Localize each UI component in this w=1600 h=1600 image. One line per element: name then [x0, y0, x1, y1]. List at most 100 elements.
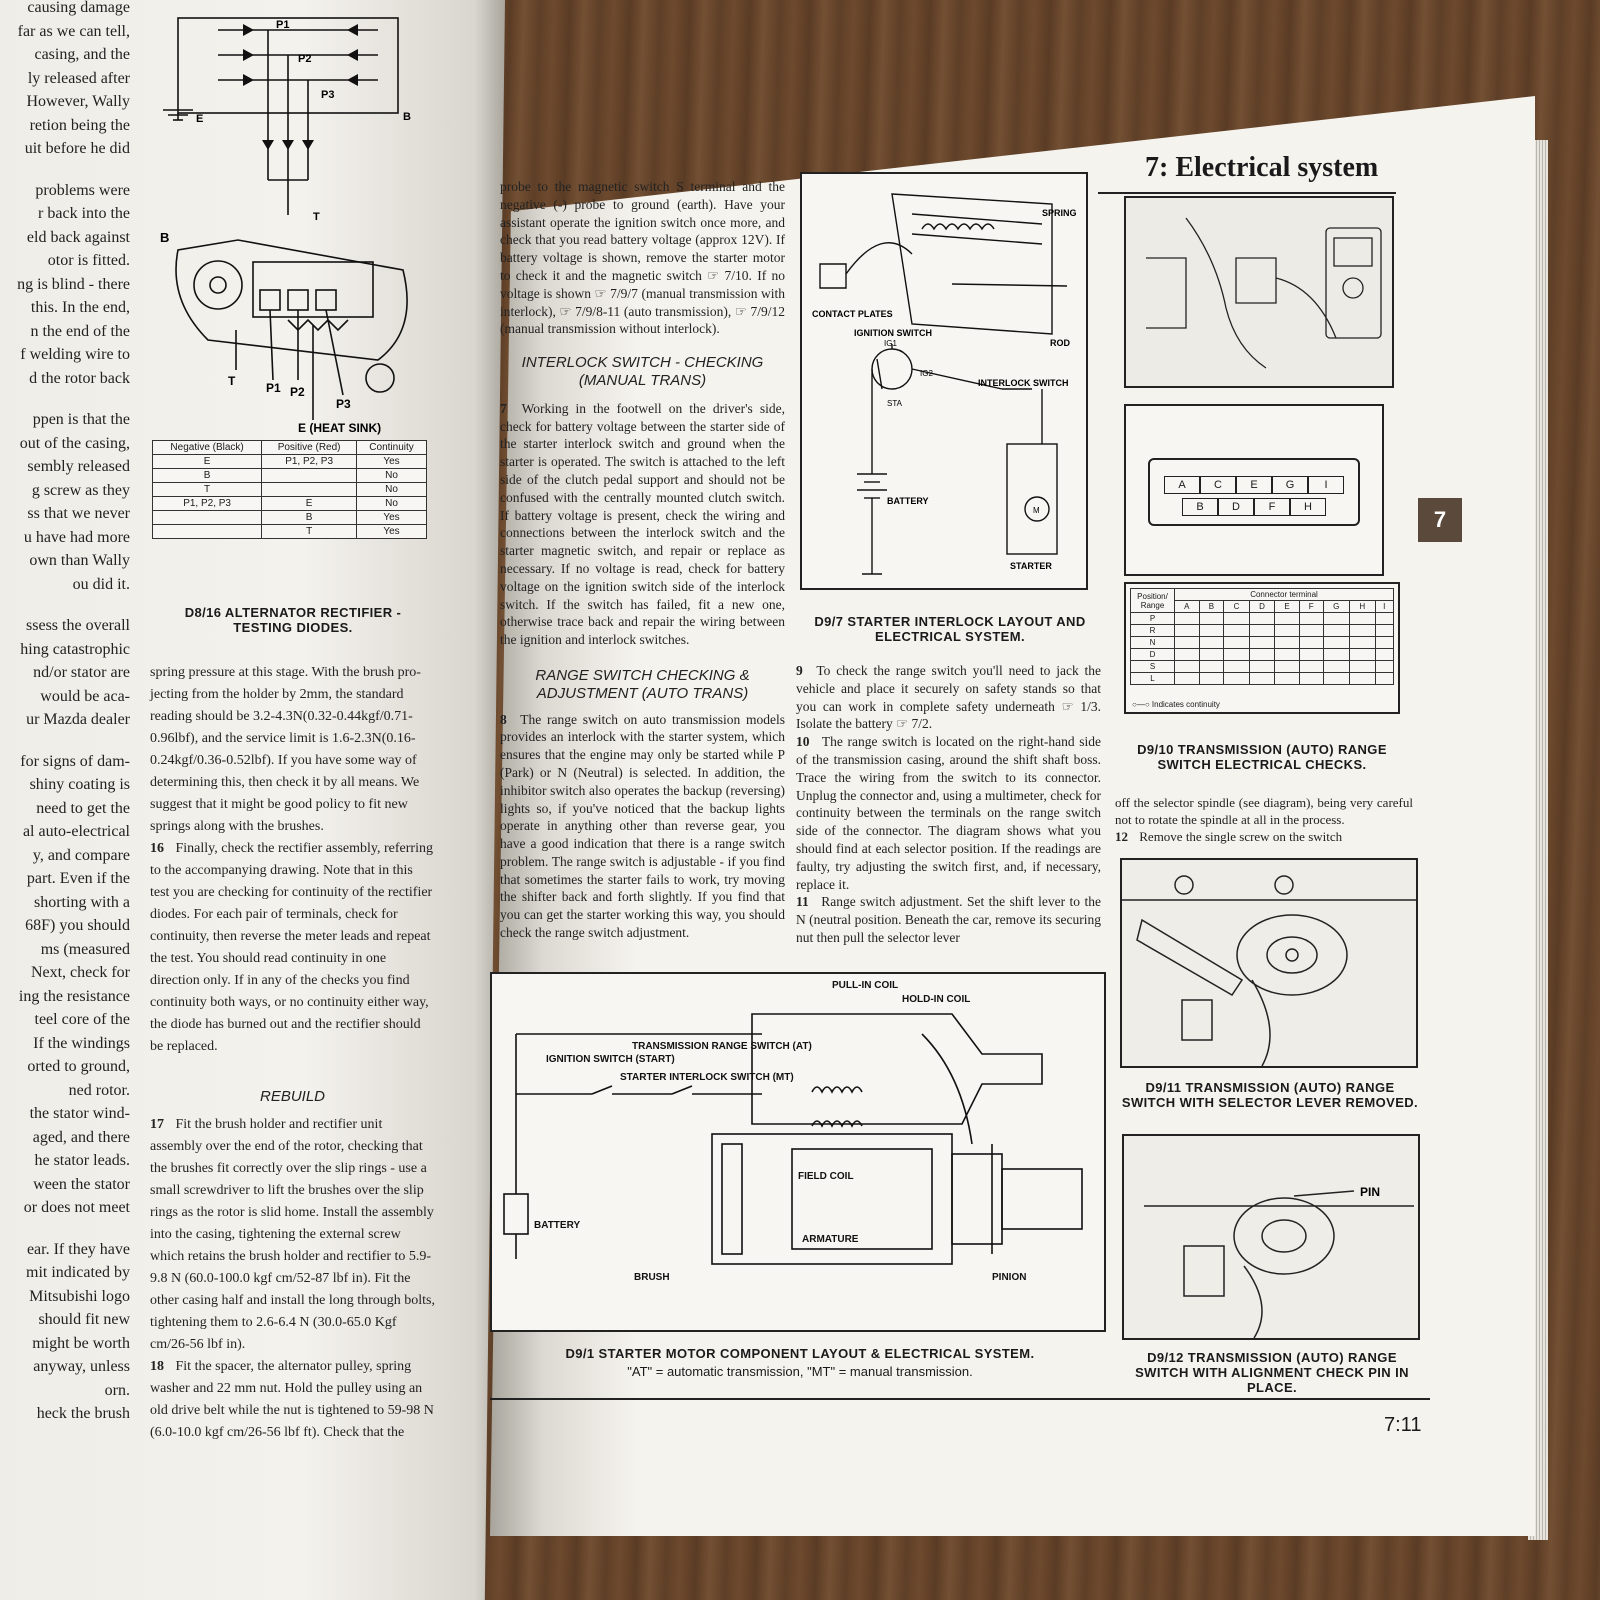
label-interlock-switch: INTERLOCK SWITCH [978, 378, 1069, 388]
label-contact-plates: CONTACT PLATES [812, 309, 893, 319]
table-cell [1274, 648, 1300, 661]
interlock-diagram: SPRING CONTACT PLATES ROD IGNITION SWITC… [812, 193, 1077, 575]
para-16: 16 Finally, check the rectifier assembly… [150, 838, 435, 1058]
table-cell [1248, 612, 1276, 625]
label-field-coil: FIELD COIL [798, 1171, 854, 1182]
table-cell [1274, 660, 1300, 673]
edge-text-line: ou did it. [72, 575, 130, 593]
table-cell [1174, 660, 1200, 673]
edge-text-line: Next, check for [30, 964, 130, 981]
connector-terminal: H [1290, 498, 1326, 516]
table-row: D [1130, 648, 1394, 661]
text-line: reading should be 3.2-4.3N(0.32-0.44kgf/… [150, 709, 413, 724]
rectifier-diagram: P1 P2 P3 B E T B T P1 P2 P3 E (HEAT SINK… [160, 17, 411, 435]
table-cell [1374, 660, 1394, 673]
para-number: 11 [796, 894, 809, 910]
table-cell [1223, 648, 1250, 661]
edge-text-line: ssess the overall [26, 617, 130, 634]
table-cell [1274, 672, 1300, 685]
label-trans-range-switch: TRANSMISSION RANGE SWITCH (AT) [632, 1041, 812, 1052]
table-cell [151, 510, 263, 525]
table-header: H [1349, 600, 1376, 613]
edge-text-line: Mitsubishi logo [29, 1287, 130, 1305]
table-cell [1248, 624, 1276, 637]
para-number: 10 [796, 734, 810, 750]
edge-text-line: ly released after [27, 69, 130, 87]
table-cell [1223, 624, 1250, 637]
label-hold-in-coil: HOLD-IN COIL [902, 994, 970, 1005]
table-header: B [1198, 600, 1225, 613]
table-cell [1349, 612, 1376, 625]
label-p1: P1 [276, 19, 289, 31]
table-cell: P1, P2, P3 [261, 454, 358, 469]
label-p1-bottom: P1 [266, 381, 281, 395]
legend-text: Indicates continuity [1151, 700, 1220, 709]
label-battery: BATTERY [534, 1220, 580, 1231]
multimeter-photo [1124, 196, 1394, 388]
table-cell [1349, 636, 1376, 649]
connector-terminal: D [1218, 498, 1254, 516]
multimeter-drawing [1146, 217, 1382, 369]
alignment-pin-drawing: PIN [1144, 1185, 1414, 1339]
edge-text-line: might be worth [32, 1334, 130, 1352]
figure-d9-11-caption: D9/11 Transmission (auto) range switch w… [1121, 1080, 1419, 1110]
table-cell [1198, 636, 1225, 649]
label-p2: P2 [290, 385, 305, 399]
edge-text-line: ur Mazda dealer [26, 711, 130, 728]
edge-text-line: al auto-electrical [22, 823, 130, 840]
edge-text-line: own than Wally [29, 552, 130, 569]
para-17: 17 Fit the brush holder and rectifier un… [150, 1114, 435, 1356]
edge-text-line: teel core of the [34, 1011, 131, 1028]
table-cell [1322, 660, 1351, 673]
label-pin: PIN [1360, 1185, 1380, 1199]
col1-top-text: probe to the magnetic switch S terminal … [500, 179, 785, 337]
table-header: I [1374, 600, 1394, 613]
table-cell: T [261, 524, 358, 539]
edge-text-line: uit before he did [24, 140, 130, 157]
para-text: Remove the single screw on the switch [1139, 829, 1343, 844]
label-e: E [196, 113, 203, 125]
edge-text-line: ss that we never [27, 505, 130, 522]
edge-text-line: this. In the end, [30, 299, 130, 316]
table-cell: L [1130, 672, 1175, 685]
edge-text-line: 68F) you should [25, 917, 130, 934]
table-row: R [1130, 624, 1394, 637]
edge-text-line: ms (measured [40, 940, 130, 958]
table-cell [1198, 612, 1225, 625]
edge-text-line: for signs of dam- [20, 752, 130, 770]
rectifier-continuity-table: Negative (Black) Positive (Red) Continui… [151, 440, 427, 539]
edge-text-line: r back into the [38, 205, 130, 222]
table-cell [1349, 672, 1376, 685]
edge-text-line: g screw as they [31, 481, 130, 499]
table-cell: B [261, 510, 358, 525]
connector-terminal: B [1182, 498, 1218, 516]
label-starter: STARTER [1010, 561, 1052, 571]
edge-text-line: y, and compare [32, 846, 130, 864]
figure-d9-10-caption: D9/10 Transmission (auto) range switch e… [1137, 742, 1387, 772]
table-cell [1174, 636, 1200, 649]
table-cell: P [1130, 612, 1175, 625]
figure-d8-16: P1 P2 P3 B E T B T P1 P2 P3 E (HEAT SINK… [148, 0, 438, 635]
table-cell: B [151, 468, 263, 483]
edge-text-line: out of the casing, [19, 434, 130, 452]
table-cell [1298, 660, 1324, 673]
edge-text-line: should fit new [38, 1311, 130, 1328]
text-line: suggest that it might be good policy to … [150, 797, 408, 812]
table-cell: No [356, 496, 427, 511]
table-cell [1374, 612, 1394, 625]
table-header: Positive (Red) [261, 440, 358, 455]
table-cell [1248, 672, 1276, 685]
para-8: 8 The range switch on auto transmission … [500, 711, 785, 942]
para-7: 7 Working in the footwell on the driver'… [500, 400, 785, 649]
interlock-heading: Interlock switch - checking (manual tran… [521, 354, 764, 389]
table-row: L [1130, 672, 1394, 685]
label-ig1: IG1 [884, 339, 897, 348]
right-column-2: 9 To check the range switch you'll need … [796, 662, 1101, 947]
